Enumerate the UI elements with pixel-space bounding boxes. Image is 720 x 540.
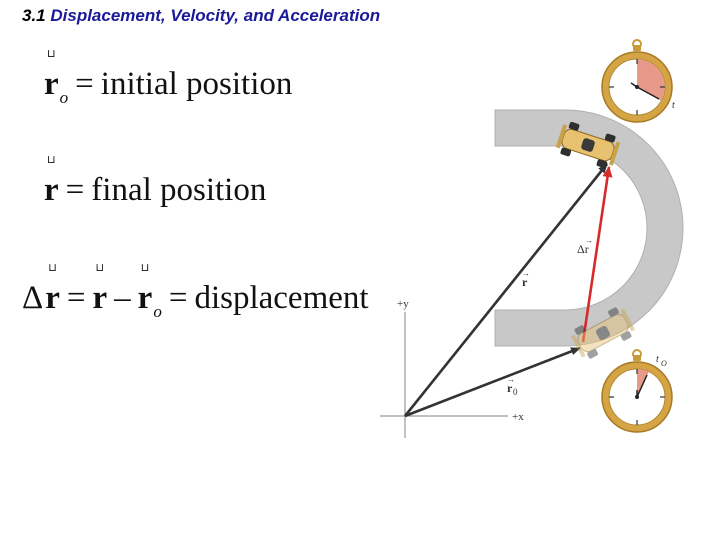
section-title: Displacement, Velocity, and Acceleration: [50, 6, 381, 25]
equation-text: initial position: [100, 66, 293, 102]
equation-text: final position: [91, 172, 267, 208]
delta-symbol: Δ: [22, 280, 44, 316]
equals-sign: =: [66, 280, 86, 316]
svg-text:r: r: [507, 381, 513, 395]
equals-sign: =: [65, 172, 85, 208]
equation-final-position: ⊔r = final position: [44, 153, 267, 210]
race-car-icon: [570, 307, 636, 359]
minus-sign: –: [114, 280, 131, 316]
equals-sign: =: [168, 280, 188, 316]
svg-text:Δr: Δr: [577, 242, 589, 256]
svg-text:→: →: [507, 375, 515, 384]
stopwatch-icon: [601, 39, 673, 123]
clock-bottom-label: t O: [656, 354, 667, 368]
y-axis-label: +y: [397, 298, 409, 310]
race-car-icon: [555, 121, 621, 169]
stopwatch-icon: [601, 349, 673, 433]
equals-sign: =: [75, 66, 94, 102]
slide-title: 3.1 Displacement, Velocity, and Accelera…: [22, 5, 380, 27]
vector-r-initial: ⊔r: [44, 47, 59, 103]
svg-text:0: 0: [513, 387, 518, 397]
vector-delta-r-arrow: [581, 166, 613, 343]
svg-text:r: r: [522, 275, 528, 289]
clock-top-label: t: [672, 100, 675, 111]
svg-text:→: →: [522, 269, 530, 278]
race-track: [494, 109, 684, 347]
svg-text:→: →: [585, 236, 593, 245]
svg-text:t: t: [656, 354, 659, 365]
vector-r-final: ⊔r: [92, 261, 108, 317]
x-axis-label: +x: [512, 411, 524, 423]
equation-text: displacement: [194, 280, 369, 316]
vector-r0-arrow: [404, 346, 581, 418]
svg-text:O: O: [661, 359, 667, 368]
vector-r-label: r →: [522, 269, 530, 289]
vector-delta-r-label: Δr →: [577, 236, 593, 256]
section-number: 3.1: [22, 6, 46, 25]
subscript-o: o: [153, 302, 162, 321]
vector-r0-label: r 0 →: [507, 375, 518, 397]
vector-r-initial: ⊔r: [137, 261, 153, 317]
vector-r-arrow: [403, 163, 609, 417]
vector-r-final: ⊔r: [44, 153, 59, 209]
vector-r-delta: ⊔r: [45, 261, 60, 317]
subscript-o: o: [59, 88, 69, 107]
